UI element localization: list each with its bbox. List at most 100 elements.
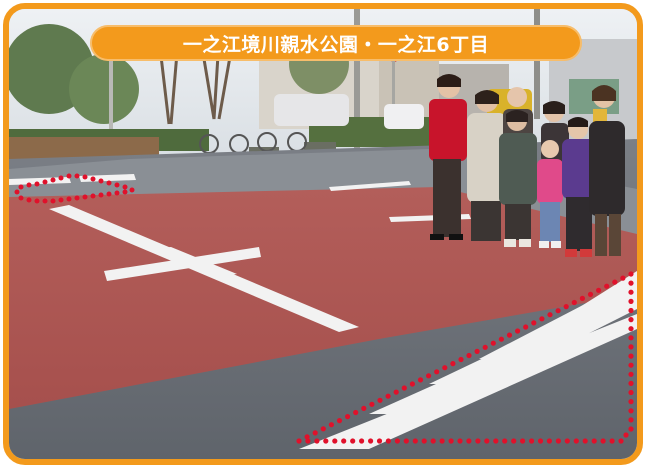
- highlight-dot: [434, 369, 440, 375]
- highlight-dot: [369, 401, 375, 407]
- highlight-dot: [520, 438, 526, 444]
- highlight-dot: [628, 280, 634, 286]
- highlight-dot: [394, 438, 400, 444]
- highlight-dot: [563, 304, 569, 310]
- highlight-dot: [482, 344, 488, 350]
- left-crosswalk-highlight: [14, 173, 135, 204]
- highlight-dot: [591, 438, 597, 444]
- highlight-dot: [628, 380, 634, 386]
- highlight-dot: [466, 438, 472, 444]
- highlight-dot: [612, 279, 618, 285]
- person-green-jacket: [499, 110, 537, 247]
- highlight-dot: [623, 432, 629, 438]
- highlight-dot: [531, 320, 537, 326]
- highlight-dot: [506, 332, 513, 338]
- highlight-dot: [448, 438, 454, 444]
- highlight-dot: [314, 438, 320, 444]
- highlight-dot: [484, 438, 490, 444]
- highlight-dot: [555, 438, 562, 444]
- highlight-dot: [604, 283, 610, 289]
- right-crosswalk-highlight: [296, 271, 634, 444]
- highlight-dot: [539, 316, 545, 322]
- child-purple-jacket: [562, 117, 596, 257]
- highlight-dot: [555, 308, 561, 314]
- highlight-dot: [377, 397, 383, 403]
- highlight-dot: [628, 298, 634, 304]
- person-beige-coat: [467, 90, 507, 241]
- highlight-dot: [466, 352, 472, 359]
- street-scene: [9, 9, 637, 459]
- road-markings: [9, 174, 637, 449]
- highlight-dot: [620, 275, 626, 281]
- highlight-dot: [439, 438, 445, 444]
- highlight-dot: [618, 438, 624, 444]
- highlight-dot: [493, 438, 499, 444]
- highlight-dot: [573, 438, 579, 444]
- highlight-dot: [332, 438, 338, 444]
- highlight-dot: [345, 414, 351, 420]
- highlight-dot: [628, 389, 634, 396]
- highlight-dot: [564, 438, 570, 444]
- highlight-dot: [426, 373, 432, 379]
- highlight-dot: [376, 438, 383, 444]
- highlight-dot: [628, 317, 634, 323]
- highlight-dot: [529, 438, 535, 444]
- highlight-dot: [587, 291, 594, 297]
- highlight-dot: [320, 426, 326, 432]
- highlight-dot: [511, 438, 517, 444]
- highlight-dot: [628, 335, 634, 341]
- highlight-dot: [596, 287, 602, 293]
- highlight-dot: [515, 328, 521, 334]
- highlight-dot: [537, 438, 544, 444]
- highlight-dot: [600, 438, 606, 444]
- red-pavement: [9, 187, 637, 409]
- highlight-dot: [336, 418, 343, 424]
- highlight-dot: [523, 324, 529, 330]
- highlight-dot: [628, 417, 634, 423]
- highlight-dot: [628, 344, 634, 350]
- highlight-dot: [547, 312, 553, 318]
- highlight-dot: [385, 393, 391, 399]
- highlight-dot: [475, 438, 481, 444]
- highlight-dot: [341, 438, 347, 444]
- highlight-dot: [498, 336, 504, 342]
- highlight-dot: [628, 399, 634, 405]
- highlight-dot: [628, 307, 634, 314]
- highlight-dot: [409, 381, 415, 387]
- highlight-dot: [304, 434, 310, 440]
- child-pink-coat: [537, 140, 563, 248]
- highlight-dot: [571, 299, 577, 306]
- highlight-dot: [450, 361, 456, 367]
- highlight-dot: [417, 377, 424, 383]
- highlight-dot: [582, 438, 588, 444]
- highlight-dot: [350, 438, 356, 444]
- group-of-people: [429, 74, 625, 257]
- street-photo: 一之江境川親水公園・一之江6丁目: [3, 3, 643, 465]
- highlight-dot: [490, 340, 496, 346]
- highlight-dot: [628, 426, 634, 432]
- highlight-dot: [305, 438, 311, 444]
- highlight-dot: [296, 438, 302, 444]
- highlight-dot: [628, 353, 634, 359]
- highlight-dot: [393, 389, 399, 395]
- highlight-dot: [412, 438, 418, 444]
- highlight-dot: [628, 362, 634, 368]
- highlight-dot: [628, 371, 634, 377]
- highlight-dot: [442, 365, 448, 371]
- highlight-dot: [359, 438, 365, 444]
- highlight-dot: [609, 438, 615, 444]
- highlight-dot: [401, 385, 407, 391]
- highlight-dot: [457, 438, 463, 444]
- highlight-dot: [474, 348, 480, 354]
- location-caption: 一之江境川親水公園・一之江6丁目: [90, 25, 582, 61]
- highlight-dot: [385, 438, 391, 444]
- highlight-dot: [312, 430, 318, 436]
- highlight-dot: [323, 438, 329, 444]
- highlight-dot: [421, 438, 427, 444]
- highlight-dot: [628, 326, 634, 332]
- highlight-dot: [579, 295, 586, 301]
- highlight-dot: [628, 271, 634, 277]
- highlight-dot: [361, 405, 367, 411]
- highlight-dot: [458, 356, 464, 363]
